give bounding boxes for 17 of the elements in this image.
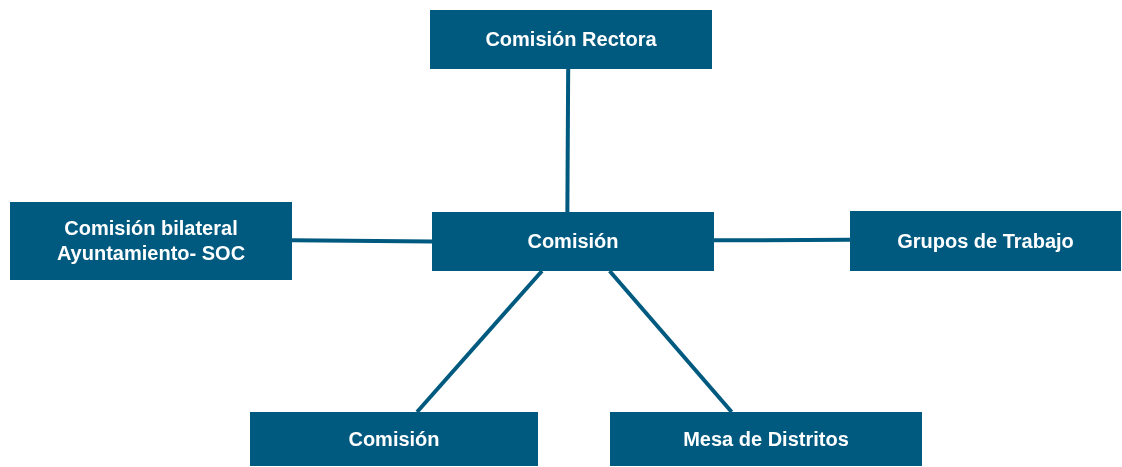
box-label: Comisión: [348, 426, 440, 452]
box-label: Mesa de Distritos: [683, 426, 849, 452]
process-box: [432, 212, 714, 271]
process-box: [610, 412, 922, 466]
process-box: [250, 412, 538, 466]
process-box: [430, 10, 712, 69]
connector-line: [714, 237, 850, 243]
box-label: Comisión bilateral Ayuntamiento- SOC: [55, 216, 247, 266]
box-label: Comisión Rectora: [485, 27, 657, 52]
box-label: Grupos de Trabajo: [897, 228, 1074, 254]
process-box: [10, 202, 292, 280]
connector-line: [415, 269, 544, 414]
box-label: Comisión: [527, 229, 619, 254]
connector-line: [291, 238, 433, 244]
process-box: [850, 211, 1121, 271]
connector-line: [608, 269, 734, 414]
connector-line: [565, 69, 571, 212]
